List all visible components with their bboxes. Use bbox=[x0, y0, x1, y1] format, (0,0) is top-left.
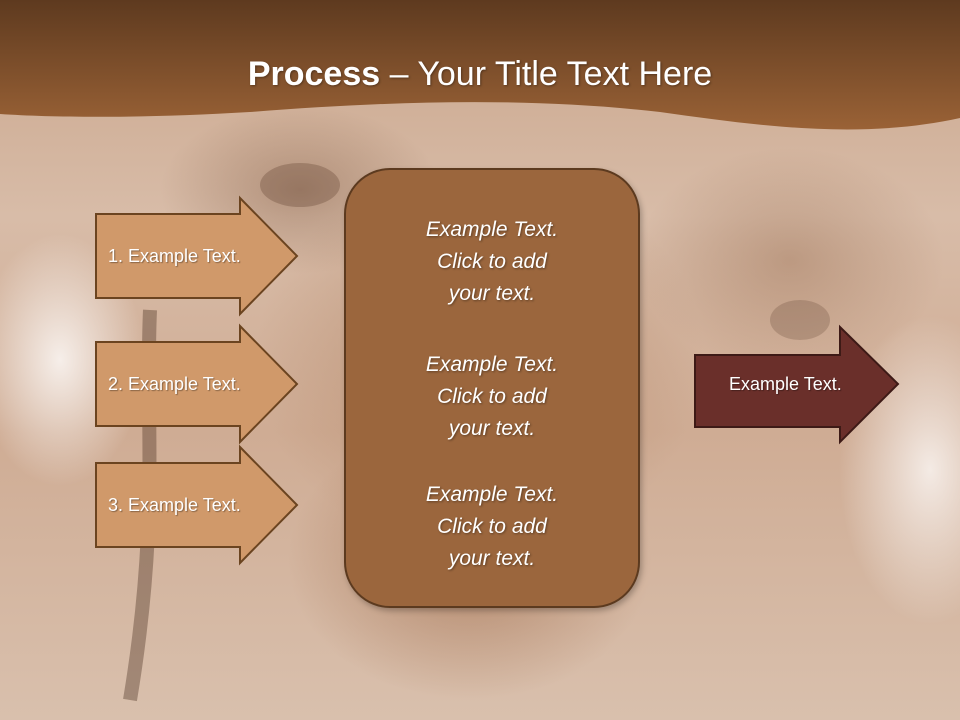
center-block-2-line-3: your text. bbox=[448, 417, 536, 440]
left-arrow-label-1[interactable]: 1. Example Text. bbox=[108, 246, 241, 266]
title-rest: – Your Title Text Here bbox=[380, 55, 713, 93]
left-arrow-2 bbox=[95, 323, 299, 445]
center-block-1: Example Text. Click to add your text. bbox=[346, 214, 638, 310]
title-bar bbox=[0, 0, 960, 130]
left-arrow-label-3[interactable]: 3. Example Text. bbox=[108, 495, 241, 515]
center-block-1-line-1: Example Text. bbox=[425, 218, 559, 241]
left-arrow-3 bbox=[95, 444, 299, 566]
center-block-2-line-2: Click to add bbox=[437, 385, 547, 408]
center-block-3-line-1: Example Text. bbox=[425, 483, 559, 506]
center-block-2-line-1: Example Text. bbox=[425, 353, 559, 376]
title-bold: Process bbox=[247, 55, 381, 93]
center-block-1-line-2: Click to add bbox=[437, 250, 547, 273]
page-title[interactable]: Process – Your Title Text Here bbox=[0, 52, 960, 96]
center-block-2: Example Text. Click to add your text. bbox=[346, 349, 638, 445]
right-arrow bbox=[694, 324, 900, 445]
center-text-box[interactable]: Example Text. Click to add your text. Ex… bbox=[344, 168, 640, 608]
right-arrow-label[interactable]: Example Text. bbox=[729, 374, 842, 394]
left-arrow-1 bbox=[95, 195, 299, 317]
center-block-3-line-2: Click to add bbox=[437, 515, 547, 538]
center-block-3: Example Text. Click to add your text. bbox=[346, 479, 638, 575]
center-block-3-line-3: your text. bbox=[448, 547, 536, 570]
center-block-1-line-3: your text. bbox=[448, 282, 536, 305]
left-arrow-label-2[interactable]: 2. Example Text. bbox=[108, 374, 241, 394]
